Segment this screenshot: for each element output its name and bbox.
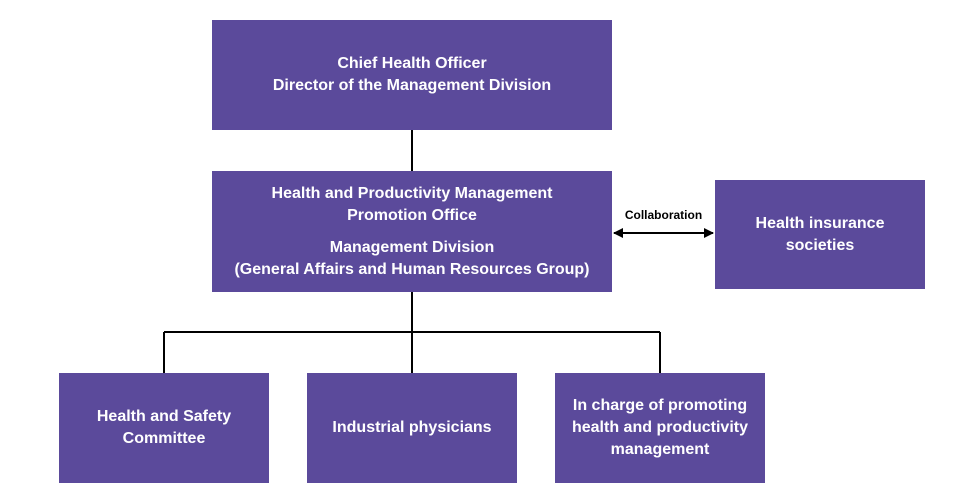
health-insurance-societies-box: Health insurance societies: [715, 180, 925, 289]
promotion-charge-box: In charge of promoting health and produc…: [555, 373, 765, 483]
health-safety-committee-box: Health and Safety Committee: [59, 373, 269, 483]
insurance-line2: societies: [785, 236, 855, 254]
industrial-physicians-box: Industrial physicians: [307, 373, 517, 483]
charge-line3: management: [610, 441, 710, 458]
safety-line2: Committee: [122, 430, 206, 447]
promotion-office-line1: Health and Productivity Management: [271, 184, 553, 202]
insurance-line1: Health insurance: [755, 214, 885, 232]
physicians-line1: Industrial physicians: [332, 419, 492, 436]
promotion-office-box: Health and Productivity Management Promo…: [212, 171, 612, 292]
collaboration-label: Collaboration: [624, 208, 703, 222]
safety-line1: Health and Safety: [96, 408, 232, 425]
chief-subtitle: Director of the Management Division: [272, 77, 552, 94]
charge-line2: health and productivity: [571, 419, 748, 436]
charge-line1: In charge of promoting: [572, 397, 748, 414]
chief-health-officer-box: Chief Health Officer Director of the Man…: [212, 20, 612, 130]
general-affairs-line: (General Affairs and Human Resources Gro…: [234, 260, 590, 278]
promotion-office-line2: Promotion Office: [347, 206, 477, 224]
management-division-line: Management Division: [329, 238, 495, 256]
chief-title: Chief Health Officer: [337, 55, 487, 72]
